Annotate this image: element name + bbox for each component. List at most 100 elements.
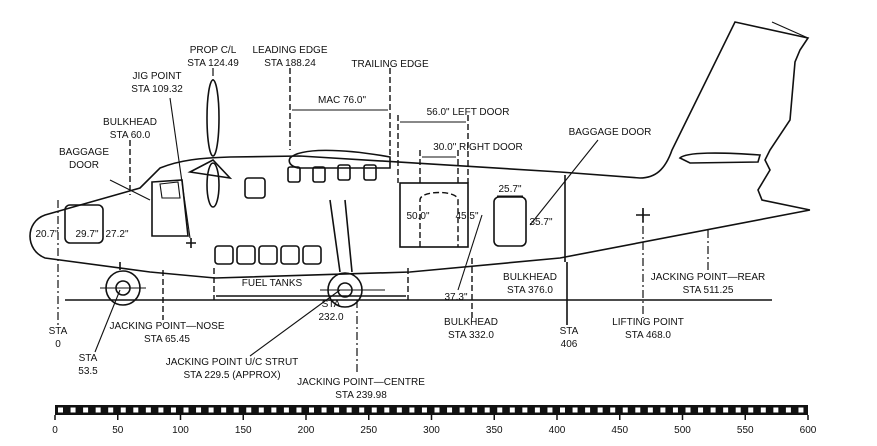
scale-tick-label: 300 [423, 425, 440, 436]
scale-bar-segment [685, 407, 691, 413]
label-jacking-nose-sta: STA 65.45 [144, 334, 190, 345]
scale-bar-segment [547, 407, 553, 413]
scale-tick-label: 100 [172, 425, 189, 436]
scale-bar-segment [748, 407, 754, 413]
scale-bar-segment [145, 407, 151, 413]
wing [288, 149, 391, 169]
cockpit-window-inner [159, 181, 181, 199]
scale-tick-label: 350 [486, 425, 503, 436]
jig-point-marker [186, 238, 196, 248]
scale-bar-segment [698, 407, 704, 413]
label-bulkhead-332-sta: STA 332.0 [448, 330, 494, 341]
label-baggage-door-nose-2: DOOR [69, 160, 99, 171]
scale-bar-segment [660, 407, 666, 413]
scale-bar-segment [459, 407, 465, 413]
scale-tick-label: 550 [737, 425, 754, 436]
label-sta-53-5-val: 53.5 [78, 366, 98, 377]
label-prop-cl: PROP C/L [190, 45, 237, 56]
label-jig-point: JIG POINT [133, 71, 182, 82]
scale-bar-segment [321, 407, 327, 413]
label-sta-0: STA [49, 326, 68, 337]
label-right-door: 30.0" RIGHT DOOR [433, 142, 523, 153]
scale-bar-segment [296, 407, 302, 413]
scale-bar-segment [484, 407, 490, 413]
label-baggage-door-rear: BAGGAGE DOOR [569, 127, 652, 138]
scale-bar-segment [798, 407, 804, 413]
scale-bar-segment [785, 407, 791, 413]
label-jacking-rear-sta: STA 511.25 [683, 285, 734, 296]
cockpit-window [151, 179, 189, 237]
scale-bar-segment [170, 407, 176, 413]
scale-bar-segment [208, 407, 214, 413]
scale-bar-segment [246, 407, 252, 413]
scale-bar-segment [371, 407, 377, 413]
engine-nacelle [187, 159, 233, 180]
label-dim-27-2: 27.2" [105, 229, 128, 240]
main-wheel [320, 199, 385, 308]
scale-bar-segment [58, 407, 63, 413]
label-dim-35-7: 35.7" [529, 217, 552, 228]
nose-wheel [100, 262, 146, 306]
label-dim-20-7: 20.7" [35, 229, 58, 240]
label-left-door: 56.0" LEFT DOOR [427, 107, 510, 118]
label-dim-45-5: 45.5" [455, 211, 478, 222]
label-jig-point-sta: STA 109.32 [131, 84, 183, 95]
scale-bar-segment [421, 407, 427, 413]
scale-bar-segment [346, 407, 352, 413]
scale-bar-segment [760, 407, 766, 413]
label-sta-0-val: 0 [55, 339, 61, 350]
label-leading-edge-sta: STA 188.24 [264, 58, 316, 69]
nose-baggage-door [64, 204, 104, 244]
label-dim-29-7: 29.7" [75, 229, 98, 240]
label-dim-25-7: 25.7" [498, 184, 521, 195]
scale-bar-segment [472, 407, 478, 413]
scale-bar-segment [647, 407, 653, 413]
scale-bar-segment [585, 407, 591, 413]
right-door [419, 191, 459, 247]
label-sta-232-val: 232.0 [318, 312, 343, 323]
label-prop-cl-sta: STA 124.49 [187, 58, 239, 69]
label-lifting-point: LIFTING POINT [612, 317, 684, 328]
label-bulkhead-376-sta: STA 376.0 [507, 285, 553, 296]
scale-bar-segment [635, 407, 641, 413]
scale-bar-segment [509, 407, 515, 413]
scale-tick-label: 600 [800, 425, 817, 436]
label-dim-37-3: 37.3" [444, 292, 467, 303]
label-mac: MAC 76.0" [318, 95, 366, 106]
scale-bar-segment [773, 407, 779, 413]
scale-bar-segment [283, 407, 289, 413]
label-bulkhead-60-sta: STA 60.0 [110, 130, 151, 141]
label-jacking-nose: JACKING POINT—NOSE [109, 321, 224, 332]
scale-bar-segment [497, 407, 503, 413]
scale-bar-segment [271, 407, 277, 413]
scale-tick-label: 50 [112, 425, 124, 436]
label-baggage-door-nose: BAGGAGE [59, 147, 109, 158]
scale-tick-label: 400 [549, 425, 566, 436]
scale-bar-segment [359, 407, 365, 413]
label-sta-53-5: STA [79, 353, 98, 364]
scale-bar-segment [735, 407, 741, 413]
scale-bar-segment [158, 407, 164, 413]
scale-bar-segment [258, 407, 264, 413]
scale-bar-segment [233, 407, 239, 413]
labels: PROP C/L STA 124.49 LEADING EDGE STA 188… [35, 45, 765, 401]
scale-bar-body [55, 405, 808, 415]
scale-bar-segment [622, 407, 628, 413]
label-jacking-strut-sta: STA 229.5 (APPROX) [183, 370, 280, 381]
scale-bar-segment [384, 407, 390, 413]
scale-bar-segment [309, 407, 314, 413]
left-door [399, 182, 469, 248]
scale-bar-segment [221, 407, 227, 413]
scale-tick-label: 150 [235, 425, 252, 436]
scale-bar-segment [534, 407, 540, 413]
scale-bar-segment [723, 407, 729, 413]
label-trailing-edge: TRAILING EDGE [351, 59, 429, 70]
scale-tick-label: 250 [360, 425, 377, 436]
label-dim-50-0: 50.0" [406, 211, 429, 222]
scale-tick-label: 200 [298, 425, 315, 436]
label-leading-edge: LEADING EDGE [252, 45, 327, 56]
label-bulkhead-376: BULKHEAD [503, 272, 557, 283]
label-jacking-strut: JACKING POINT U/C STRUT [166, 357, 299, 368]
